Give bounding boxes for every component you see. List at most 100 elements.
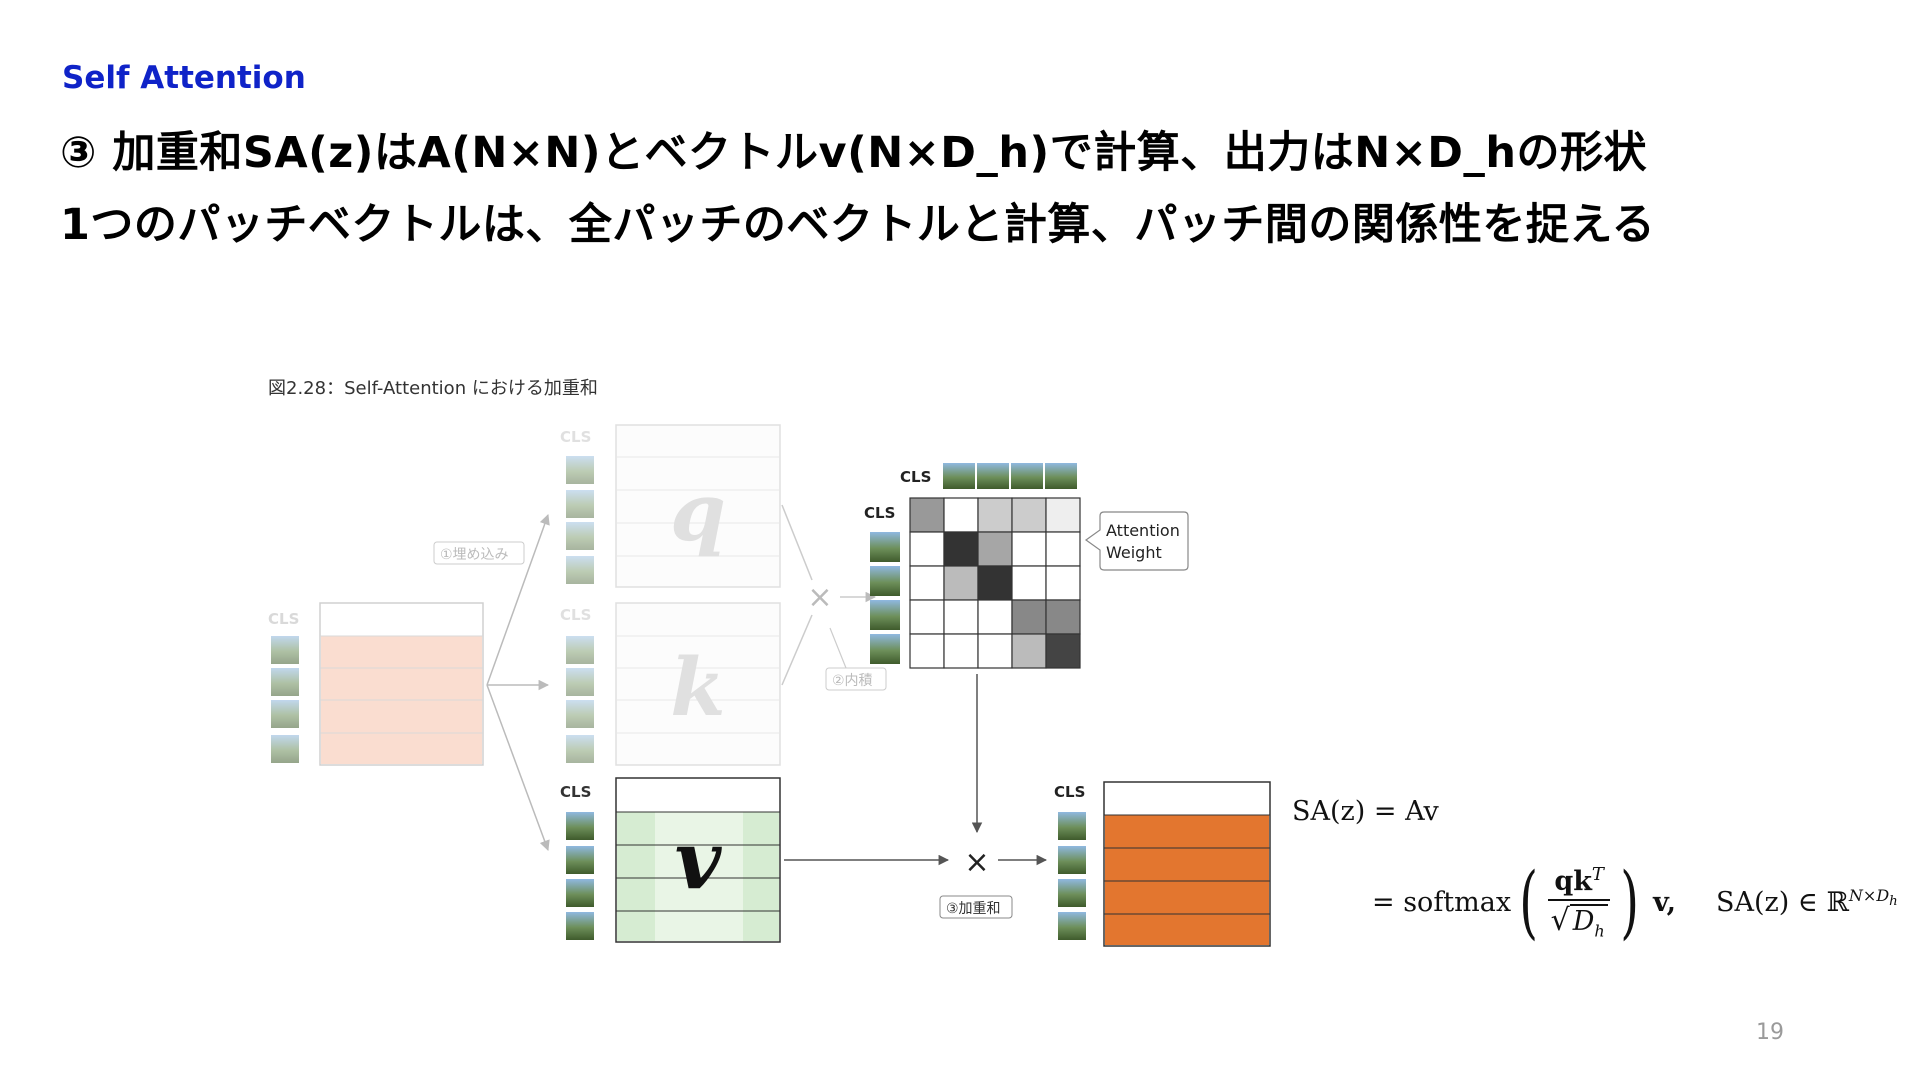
patch-thumb <box>1058 912 1086 940</box>
denominator-sub: h <box>1594 921 1605 941</box>
attention-cell <box>909 565 945 601</box>
patch-thumb <box>566 668 594 696</box>
attention-weight-group: CLS CLS Attention Weight <box>864 463 1189 669</box>
attention-cell <box>1045 599 1081 635</box>
patch-thumb <box>870 600 900 630</box>
attention-cell <box>909 599 945 635</box>
softmax-label: = softmax <box>1372 886 1512 918</box>
attention-callout <box>1084 511 1189 571</box>
section-title: Self Attention <box>62 60 306 96</box>
cls-label: CLS <box>560 428 591 446</box>
headline-line-1: ③ 加重和SA(z)はA(N×N)とベクトルv(N×D_h)で計算、出力はN×D… <box>60 128 1648 178</box>
dot-product-multiply: × <box>807 580 832 615</box>
attention-cell <box>1011 633 1047 669</box>
cls-label-left: CLS <box>864 504 895 522</box>
attention-cell <box>977 633 1013 669</box>
attention-cell <box>977 531 1013 567</box>
figure-caption: 図2.28：Self-Attention における加重和 <box>268 378 598 399</box>
attention-cell <box>909 497 945 533</box>
attention-cell <box>1045 531 1081 567</box>
attention-cell <box>1011 565 1047 601</box>
patch-thumb <box>1058 879 1086 907</box>
attention-cell <box>1011 497 1047 533</box>
attention-cell <box>1045 497 1081 533</box>
fraction: qkT √Dh <box>1548 864 1610 940</box>
headline-line-2: 1つのパッチベクトルは、全パッチのベクトルと計算、パッチ間の関係性を捉える <box>60 200 1656 250</box>
cls-label: CLS <box>268 610 299 628</box>
attention-cell <box>1011 599 1047 635</box>
patch-thumb <box>1058 812 1086 840</box>
numerator-text: qk <box>1554 865 1592 897</box>
step2-badge <box>825 667 887 691</box>
step1-badge <box>433 541 525 565</box>
patch-thumb <box>943 463 975 489</box>
patch-thumb <box>566 735 594 763</box>
step3-label: ③加重和 <box>946 901 1001 917</box>
patch-thumb <box>271 700 299 728</box>
k-matrix <box>615 602 781 766</box>
attention-cell <box>977 497 1013 533</box>
patch-thumb <box>271 668 299 696</box>
weighted-sum-group: × ③加重和 <box>784 674 1048 919</box>
patch-thumb <box>566 456 594 484</box>
attention-matrix <box>909 497 1081 669</box>
numerator-sup: T <box>1591 863 1604 885</box>
patch-thumb <box>271 636 299 664</box>
attention-cell <box>943 599 979 635</box>
output-fill <box>1105 815 1269 945</box>
patch-thumb <box>566 700 594 728</box>
formula-line-1: SA(z) = Av <box>1292 796 1439 827</box>
input-embedding-group: CLS <box>268 602 484 766</box>
attention-cell <box>1011 531 1047 567</box>
attention-cell <box>977 599 1013 635</box>
output-matrix-group: CLS <box>1054 781 1271 947</box>
patch-thumb <box>566 636 594 664</box>
cls-label: CLS <box>560 606 591 624</box>
patch-thumb <box>1011 463 1043 489</box>
attention-cell <box>943 565 979 601</box>
v-matrix-group: CLS v <box>560 777 781 943</box>
membership-sup: N×D <box>1848 886 1890 905</box>
attention-label-2: Weight <box>1106 543 1162 562</box>
v-symbol-bg <box>655 812 743 941</box>
patch-thumb <box>271 735 299 763</box>
patch-thumb <box>870 566 900 596</box>
attention-cell <box>909 531 945 567</box>
sqrt-icon: √ <box>1550 902 1570 938</box>
q-matrix <box>615 424 781 588</box>
attention-cell <box>977 565 1013 601</box>
right-paren: ) <box>1620 855 1639 948</box>
cls-label: CLS <box>1054 783 1085 801</box>
attention-cell <box>943 497 979 533</box>
attention-cell <box>1045 565 1081 601</box>
patch-thumb <box>870 532 900 562</box>
patch-thumb <box>566 912 594 940</box>
v-symbol: v <box>675 813 723 907</box>
patch-thumb <box>1045 463 1077 489</box>
membership-sub: h <box>1889 894 1898 910</box>
fraction-numerator: qkT <box>1548 864 1610 901</box>
page-number: 19 <box>1756 1020 1784 1045</box>
patch-thumb <box>977 463 1009 489</box>
q-symbol: q <box>670 465 726 559</box>
step1-label: ①埋め込み <box>440 547 509 563</box>
cls-label: CLS <box>560 783 591 801</box>
patch-thumb <box>566 812 594 840</box>
k-symbol: k <box>670 640 725 734</box>
attention-cell <box>943 531 979 567</box>
patch-thumb <box>566 879 594 907</box>
attention-cell <box>909 633 945 669</box>
membership-text: SA(z) ∈ ℝ <box>1716 887 1849 918</box>
q-matrix-group: CLS q <box>560 424 781 588</box>
step3-badge <box>939 895 1013 919</box>
attention-cell <box>1045 633 1081 669</box>
embedding-arrows: ①埋め込み <box>433 514 550 851</box>
patch-thumb <box>566 522 594 550</box>
weighted-sum-multiply: × <box>964 845 989 880</box>
formula-line-2: = softmax ( qkT √Dh ) v, SA(z) ∈ ℝN×Dh <box>1372 862 1898 942</box>
left-paren: ( <box>1519 855 1539 948</box>
membership-expression: SA(z) ∈ ℝN×Dh <box>1716 886 1898 918</box>
denominator-text: D <box>1572 905 1595 937</box>
patch-thumb <box>566 490 594 518</box>
